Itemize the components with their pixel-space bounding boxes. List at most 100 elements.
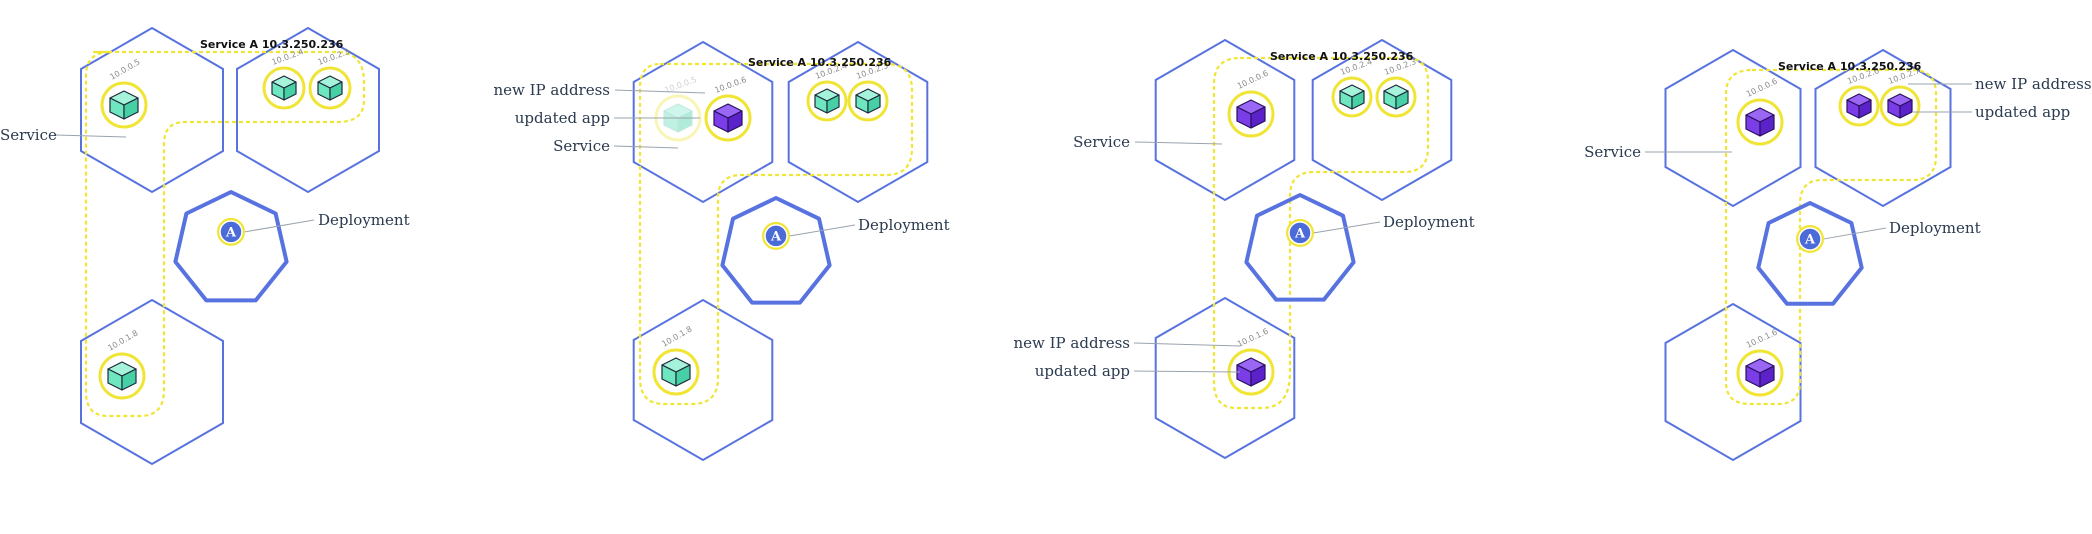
updated-app-label: updated app	[515, 109, 610, 127]
pod: 10.0.2.4	[262, 47, 306, 110]
deployment-node	[1756, 201, 1864, 306]
leader-line	[55, 134, 127, 138]
leader-line	[244, 219, 315, 233]
deployment: A	[1756, 201, 1864, 306]
svg-text:A: A	[1294, 226, 1306, 241]
pod: 10.0.2.7	[1879, 66, 1921, 127]
leader-line	[1134, 141, 1223, 145]
new-ip-label: new IP address	[493, 81, 610, 99]
deployment: A	[1244, 193, 1356, 302]
leader-line	[613, 145, 679, 149]
new-ip-label: new IP address	[1975, 75, 2092, 93]
service-name-label: Service A 10.3.250.236	[1270, 50, 1414, 63]
deployment-node	[1244, 193, 1356, 302]
deployment-label: Deployment	[318, 211, 410, 229]
app-cube-icon	[271, 75, 297, 101]
pod: 10.0.2.3	[308, 47, 352, 110]
updated-app-label: updated app	[1975, 103, 2070, 121]
node-bottom	[80, 298, 224, 466]
node-top-left	[632, 40, 774, 204]
svg-text:A: A	[225, 225, 237, 240]
leader-line	[1133, 370, 1241, 373]
pod-ip-label: 10.0.0.6	[1745, 77, 1779, 99]
deployment-icon	[1288, 221, 1312, 245]
updated-app-cube-icon	[1745, 107, 1775, 137]
app-cube-icon	[1383, 84, 1409, 110]
app-cube-icon	[1339, 84, 1365, 110]
pod: 10.0.0.6	[704, 75, 752, 142]
updated-app-label: updated app	[1035, 362, 1130, 380]
pod: 10.0.2.3	[1375, 57, 1417, 118]
service-label: Service	[1073, 133, 1130, 151]
service-label: Service	[553, 137, 610, 155]
pod: 10.0.0.6	[1736, 77, 1784, 146]
deployment-icon	[764, 224, 788, 248]
leader-line	[614, 89, 706, 94]
pod-ip-label: 10.0.0.6	[714, 75, 748, 95]
pod-ip-label: 10.0.1.8	[106, 328, 139, 352]
service-boundary	[1724, 68, 1938, 406]
node-top-right	[1814, 48, 1952, 208]
node-bottom	[632, 298, 774, 462]
pod: 10.0.2.6	[1838, 66, 1880, 127]
service-label: Service	[1584, 143, 1641, 161]
updated-app-cube-icon	[1236, 357, 1266, 387]
pod-ip-label: 10.0.1.6	[1745, 328, 1779, 350]
node-bottom	[1664, 302, 1802, 462]
deployment-icon	[219, 220, 243, 244]
pod: 10.0.1.6	[1227, 327, 1275, 396]
pod: 10.0.1.8	[652, 324, 700, 396]
service-name-label: Service A 10.3.250.236	[200, 38, 344, 51]
leader-line	[1133, 342, 1241, 347]
deployment-node	[720, 196, 832, 305]
leader-line	[789, 224, 856, 237]
deployment-label: Deployment	[1383, 213, 1475, 231]
deployment: A	[720, 196, 832, 305]
updated-app-cube-icon	[1236, 99, 1266, 129]
updated-app-cube-icon	[1846, 93, 1872, 119]
pod-ip-label: 10.0.0.5	[108, 57, 141, 81]
pod-ip-label: 10.0.1.8	[660, 324, 693, 348]
app-cube-icon	[663, 103, 693, 133]
pod-ip-label: 10.0.0.6	[1236, 69, 1270, 91]
node-top-right	[236, 26, 380, 194]
pod-ip-label: 10.0.1.6	[1236, 327, 1270, 349]
pod: 10.0.1.8	[98, 328, 146, 400]
pod: 10.0.0.6	[1227, 69, 1275, 138]
leader-line	[1823, 227, 1887, 240]
app-cube-icon	[109, 90, 139, 120]
service-boundary	[84, 50, 366, 418]
svg-text:A: A	[770, 229, 782, 244]
leader-line	[1313, 221, 1381, 234]
service-name-label: Service A 10.3.250.236	[748, 56, 892, 69]
node-top-left	[1154, 38, 1296, 202]
svg-text:A: A	[1804, 232, 1816, 247]
node-top-right	[1311, 38, 1453, 202]
node-top-left	[1664, 48, 1802, 208]
node-top-right	[787, 40, 929, 204]
service-boundary	[1212, 56, 1430, 410]
service-label: Service	[0, 126, 57, 144]
pod: 10.0.2.4	[806, 61, 848, 122]
deployment-node	[173, 190, 289, 303]
app-cube-icon	[317, 75, 343, 101]
service-boundary	[638, 62, 914, 406]
deployment-label: Deployment	[858, 216, 950, 234]
app-cube-icon	[855, 88, 881, 114]
pod: 10.0.1.6	[1736, 328, 1784, 397]
app-cube-icon	[661, 357, 691, 387]
pod: 10.0.0.5	[100, 57, 148, 129]
node-top-left	[80, 26, 224, 194]
updated-app-cube-icon	[1745, 358, 1775, 388]
deployment: A	[173, 190, 289, 303]
pod: 10.0.0.5	[654, 75, 702, 142]
app-cube-icon	[814, 88, 840, 114]
updated-app-cube-icon	[713, 103, 743, 133]
service-name-label: Service A 10.3.250.236	[1778, 60, 1922, 73]
deployment-icon	[1798, 227, 1822, 251]
pod: 10.0.2.3	[847, 61, 889, 122]
new-ip-label: new IP address	[1013, 334, 1130, 352]
app-cube-icon	[107, 361, 137, 391]
node-bottom	[1154, 296, 1296, 460]
